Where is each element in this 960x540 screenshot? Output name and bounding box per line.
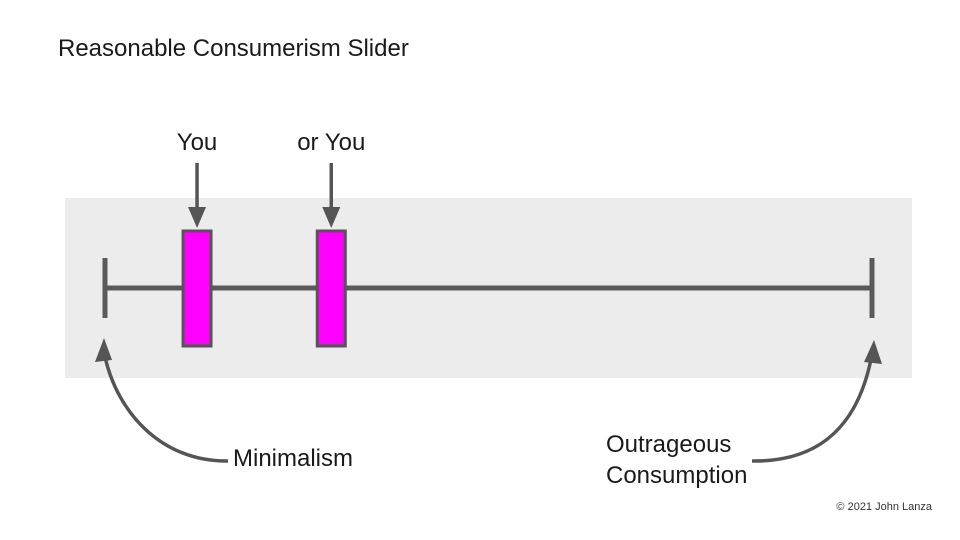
page-title: Reasonable Consumerism Slider <box>58 35 409 62</box>
outrageous-label: Outrageous <box>606 431 732 458</box>
slider-handle-you[interactable] <box>181 229 213 348</box>
pointer-arrowhead-icon <box>322 207 341 228</box>
consumption-arrowhead-icon <box>864 340 882 364</box>
copyright: © 2021 John Lanza <box>836 501 932 513</box>
minimalism-label: Minimalism <box>233 445 353 472</box>
consumption-label: Consumption <box>606 462 748 489</box>
marker-label-you: You <box>176 129 218 156</box>
minimalism-arrow <box>102 351 229 463</box>
marker-label-or-you: or You <box>297 129 366 156</box>
consumption-arrow <box>751 353 874 463</box>
minimalism-arrowhead-icon <box>95 338 112 362</box>
slider-handle-or-you[interactable] <box>315 229 347 348</box>
pointer-arrowhead-icon <box>188 207 207 228</box>
